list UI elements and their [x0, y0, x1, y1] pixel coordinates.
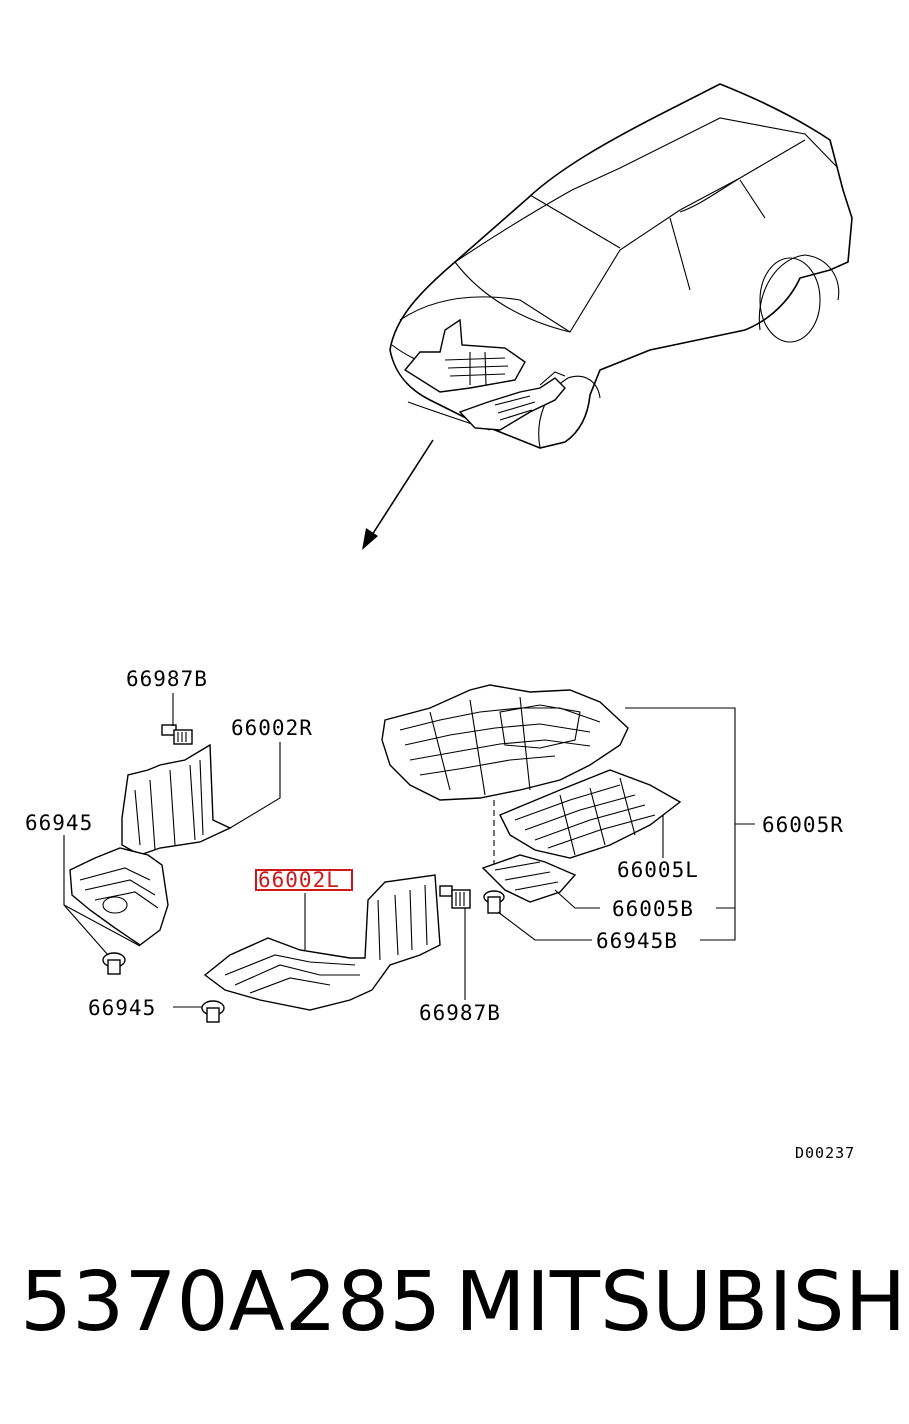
brand-name: MITSUBISHI: [455, 1255, 909, 1350]
callout-66987B-mid: 66987B: [419, 1001, 501, 1025]
direction-arrow: [362, 439, 434, 550]
callout-66002L-highlight: 66002L: [255, 868, 353, 892]
bolt-66987B-mid: [439, 885, 471, 909]
clip-66945-bottom: [201, 1000, 225, 1023]
splash-shield-66002L: [203, 874, 441, 1011]
splash-shield-66002R: [69, 743, 232, 946]
callout-66005L: 66005L: [617, 858, 699, 882]
callout-66002R: 66002R: [231, 716, 313, 740]
callout-66002L: 66002L: [258, 868, 340, 892]
bolt-66987B-top: [161, 724, 193, 745]
plate-66005B: [481, 854, 577, 903]
callout-66987B-top: 66987B: [126, 667, 208, 691]
callout-66945B: 66945B: [596, 929, 678, 953]
under-cover-66005L: [499, 769, 682, 859]
clip-66945B: [483, 890, 505, 914]
diagram-code: D00237: [795, 1144, 855, 1162]
part-number: 5370A285: [20, 1255, 442, 1350]
callout-66005R: 66005R: [762, 813, 844, 837]
clip-66945-left: [102, 952, 126, 975]
callout-66945-bottom: 66945: [88, 996, 156, 1020]
leader-lines: [63, 693, 755, 1008]
car-illustration: [389, 83, 853, 449]
callout-66005B: 66005B: [612, 897, 694, 921]
callout-66945-left: 66945: [25, 811, 93, 835]
under-cover-66005R: [381, 684, 629, 880]
fasteners: [102, 724, 505, 1023]
